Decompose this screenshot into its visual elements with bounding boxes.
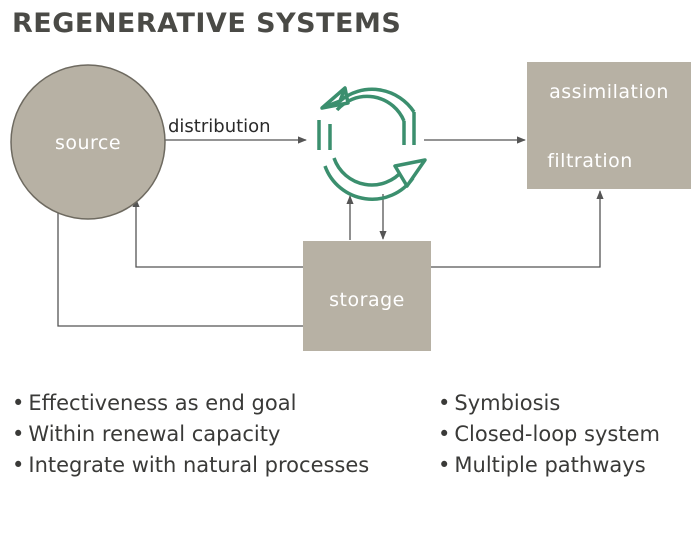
bullet-item: •Symbiosis [438, 391, 561, 415]
connectors [57, 136, 604, 327]
page-title: REGENERATIVE SYSTEMS [12, 8, 402, 39]
node-storage-label: storage [329, 289, 405, 311]
bullet-list-right: •Symbiosis •Closed-loop system •Multiple… [438, 388, 660, 481]
node-filtration-label: filtration [547, 150, 633, 172]
bullet-item: •Within renewal capacity [12, 422, 281, 446]
bullet-item: •Multiple pathways [438, 453, 646, 477]
node-storage: storage [303, 241, 431, 351]
edge-source-to-storage [57, 210, 303, 327]
node-source-label: source [55, 132, 121, 154]
edge-storage-to-filtration [431, 190, 604, 268]
bullet-item: •Effectiveness as end goal [12, 391, 297, 415]
node-source: source [10, 64, 166, 220]
edge-distribution-label: distribution [168, 116, 271, 137]
bullet-list-left: •Effectiveness as end goal •Within renew… [12, 388, 369, 481]
node-assimilation-label: assimilation [549, 81, 669, 103]
bullet-item: •Integrate with natural processes [12, 453, 370, 477]
recycle-loop-icon [317, 86, 427, 201]
bullet-item: •Closed-loop system [438, 422, 660, 446]
edge-storage-to-source [132, 198, 303, 268]
node-assimilation-filtration: assimilation filtration [527, 62, 691, 189]
